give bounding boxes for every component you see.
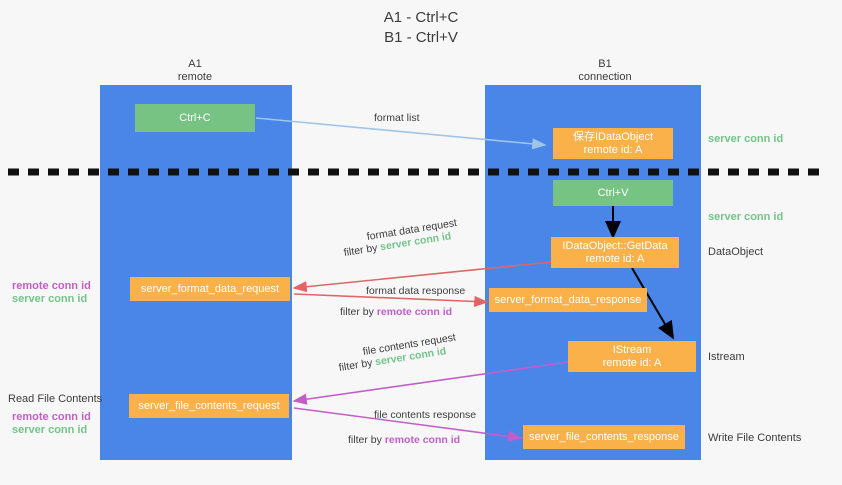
- box-istream[interactable]: IStream remote id: A: [568, 341, 696, 372]
- box-server-file-contents-response-label: server_file_contents_response: [529, 430, 679, 443]
- edge-label-file-contents-response-filter: filter by remote conn id: [348, 433, 460, 447]
- box-ctrl-c-label: Ctrl+C: [179, 111, 211, 124]
- lane-a1-name: A1: [188, 58, 202, 70]
- edge-label-file-contents-response: file contents response: [374, 409, 477, 421]
- annotation-server-conn-id-lower: server conn id: [12, 424, 88, 436]
- filter-value-remote-conn-id-1: remote conn id: [376, 306, 453, 318]
- annotation-server-conn-id-mid: server conn id: [708, 211, 784, 223]
- annotation-read-file-contents: Read File Contents: [8, 393, 103, 405]
- annotation-server-conn-id-top: server conn id: [708, 133, 784, 145]
- box-getdata-line-1: IDataObject::GetData: [562, 239, 668, 252]
- edge-label-format-data-response: format data response: [366, 285, 466, 297]
- box-save-idataobject-line-2: remote id: A: [583, 143, 643, 156]
- title-line-2: B1 - Ctrl+V: [384, 29, 458, 46]
- edge-label-format-list: format list: [374, 112, 420, 124]
- box-save-idataobject-line-1: 保存IDataObject: [572, 130, 654, 143]
- lane-b1-subtitle: connection: [578, 71, 632, 83]
- lane-b1-name: B1: [598, 58, 612, 70]
- lane-header-a1: A1 remote: [130, 58, 260, 84]
- annotation-remote-conn-id-lower: remote conn id: [12, 411, 91, 423]
- filter-value-remote-conn-id-2: remote conn id: [384, 434, 461, 446]
- box-ctrl-v[interactable]: Ctrl+V: [553, 180, 673, 206]
- box-server-format-data-response[interactable]: server_format_data_response: [489, 288, 647, 312]
- filter-prefix-4: filter by: [348, 434, 385, 446]
- annotation-istream: Istream: [708, 351, 745, 363]
- filter-prefix-3: filter by: [337, 356, 377, 375]
- box-ctrl-c[interactable]: Ctrl+C: [135, 104, 255, 132]
- lane-a1-subtitle: remote: [177, 71, 213, 83]
- diagram-title: A1 - Ctrl+C B1 - Ctrl+V: [0, 8, 842, 48]
- box-server-format-data-request[interactable]: server_format_data_request: [130, 277, 290, 301]
- box-idataobject-getdata[interactable]: IDataObject::GetData remote id: A: [551, 237, 679, 268]
- annotation-remote-conn-id-upper: remote conn id: [12, 280, 91, 292]
- box-getdata-line-2: remote id: A: [585, 252, 645, 265]
- annotation-write-file-contents: Write File Contents: [708, 432, 802, 444]
- box-server-file-contents-request-label: server_file_contents_request: [138, 399, 280, 412]
- box-server-format-data-request-label: server_format_data_request: [140, 282, 280, 295]
- box-save-idataobject[interactable]: 保存IDataObject remote id: A: [553, 128, 673, 159]
- box-server-file-contents-request[interactable]: server_file_contents_request: [129, 394, 289, 418]
- box-istream-line-2: remote id: A: [602, 356, 662, 369]
- annotation-server-conn-id-upper: server conn id: [12, 293, 88, 305]
- box-server-format-data-response-label: server_format_data_response: [494, 293, 642, 306]
- lane-header-b1: B1 connection: [540, 58, 670, 84]
- title-line-1: A1 - Ctrl+C: [383, 9, 459, 26]
- filter-prefix-2: filter by: [340, 306, 377, 318]
- filter-prefix-1: filter by: [342, 241, 382, 260]
- box-ctrl-v-label: Ctrl+V: [597, 186, 629, 199]
- box-server-file-contents-response[interactable]: server_file_contents_response: [523, 425, 685, 449]
- edge-label-format-data-response-filter: filter by remote conn id: [340, 305, 452, 319]
- annotation-dataobject: DataObject: [708, 246, 764, 258]
- box-istream-line-1: IStream: [612, 343, 652, 356]
